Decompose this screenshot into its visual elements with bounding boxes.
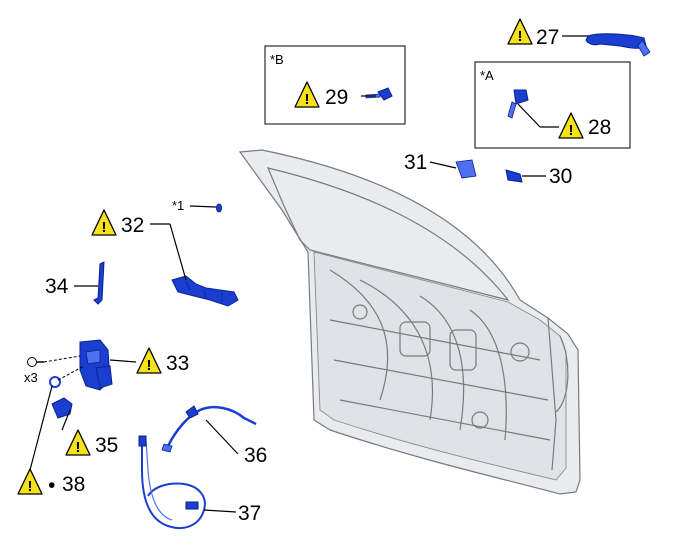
detail-box-a: *A [474, 61, 631, 149]
note-1-label: *1 [172, 198, 184, 213]
callout-36: 36 [244, 444, 267, 467]
part-29-bracket [365, 87, 393, 101]
svg-text:!: ! [147, 357, 152, 374]
warning-icon-28: ! [558, 112, 584, 139]
callout-28: 28 [588, 116, 611, 139]
warning-icon-33: ! [136, 347, 162, 374]
part-37-cable [138, 435, 206, 529]
part-36-cable [161, 405, 257, 453]
part-34-rod [93, 261, 105, 305]
part-33-lock-assembly [79, 339, 113, 391]
callout-37: 37 [238, 502, 261, 525]
warning-icon-38: ! [17, 468, 43, 495]
part-38-ring [49, 365, 85, 388]
svg-text:!: ! [569, 122, 574, 139]
svg-text:!: ! [305, 91, 310, 108]
part-31-handle-frame [455, 159, 477, 179]
box-b-label: *B [270, 52, 284, 67]
callout-35: 35 [95, 434, 118, 457]
svg-text:!: ! [518, 28, 523, 45]
part-28-cylinder [507, 89, 529, 119]
callout-32: 32 [121, 214, 144, 237]
leader-lines [29, 35, 588, 513]
callout-29: 29 [325, 86, 348, 109]
part-32-harness [171, 275, 239, 307]
qty-x3-label: x3 [24, 370, 38, 385]
warning-icon-27: ! [507, 18, 533, 45]
bullet-label: • [48, 474, 55, 497]
warning-icon-32: ! [91, 209, 117, 236]
callout-27: 27 [536, 26, 559, 49]
detail-box-b: *B [264, 45, 406, 125]
part-screw [27, 355, 81, 367]
callout-30: 30 [549, 165, 572, 188]
part-30-handle-cover [505, 169, 523, 183]
svg-text:!: ! [102, 219, 107, 236]
callout-38: 38 [62, 473, 85, 496]
front-door-panel [238, 149, 581, 495]
warning-icon-29: ! [294, 81, 320, 108]
part-clip-1 [216, 203, 222, 213]
warning-icon-35: ! [65, 429, 91, 456]
box-a-label: *A [480, 68, 494, 83]
callout-31: 31 [404, 151, 427, 174]
callout-33: 33 [166, 352, 189, 375]
svg-text:!: ! [28, 478, 33, 495]
callout-34: 34 [45, 275, 69, 298]
part-35-switch [51, 397, 73, 419]
svg-text:!: ! [76, 439, 81, 456]
part-27-outside-handle [585, 33, 651, 57]
